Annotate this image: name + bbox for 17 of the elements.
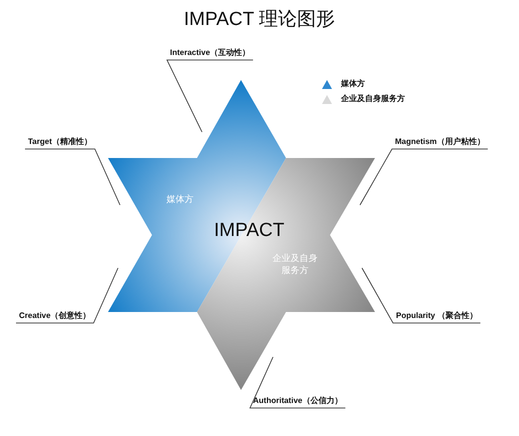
- callout-label: Popularity （聚合性）: [396, 311, 478, 321]
- callout-label: Interactive（互动性）: [170, 48, 250, 58]
- leader-line: [360, 148, 488, 206]
- leader-line: [16, 268, 118, 324]
- diagram-title: IMPACT 理论图形: [182, 8, 336, 32]
- leader-line: [249, 356, 346, 408]
- legend-label: 媒体方: [341, 79, 365, 89]
- center-label: IMPACT: [214, 220, 284, 242]
- region-label: 媒体方: [166, 193, 194, 205]
- callout-label: Target（精准性）: [28, 137, 92, 147]
- callout-label: Authoritative（公信力）: [253, 396, 342, 406]
- leader-line: [166, 60, 254, 132]
- leader-line: [24, 148, 120, 206]
- leader-line: [362, 268, 481, 324]
- callout-label: Magnetism（用户粘性）: [395, 137, 485, 147]
- legend-label: 企业及自身服务方: [341, 94, 405, 104]
- callout-label: Creative（创意性）: [19, 311, 91, 321]
